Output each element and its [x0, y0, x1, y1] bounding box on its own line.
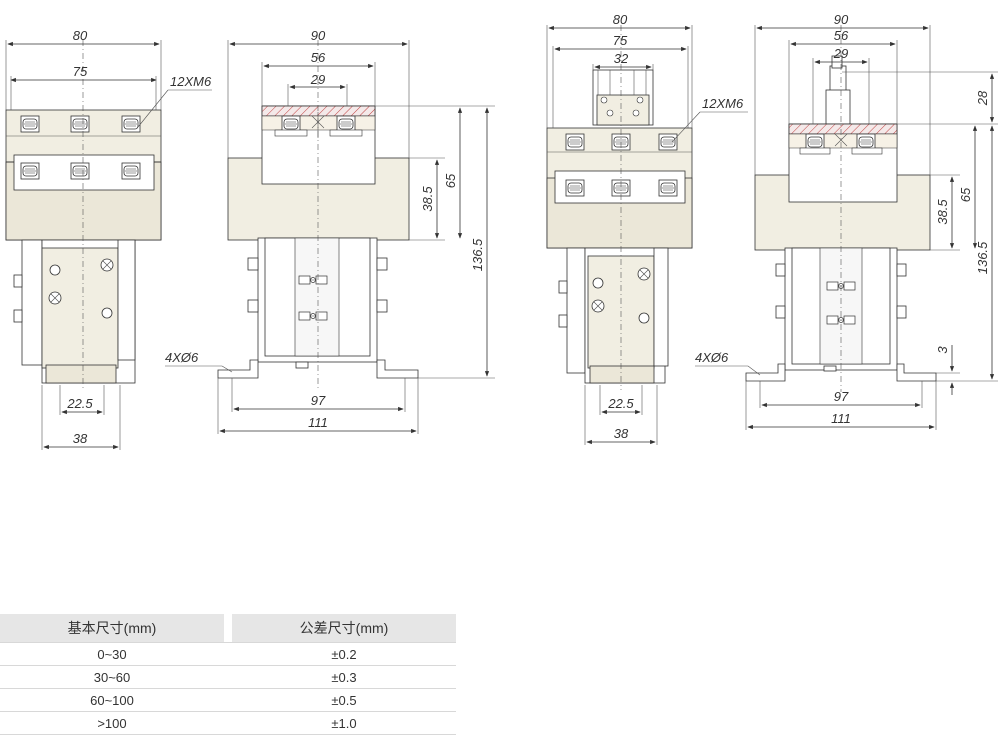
cell-gap [224, 642, 232, 666]
dim-screw-label: 12XM6 [170, 74, 212, 89]
dim-h-small: 38.5 [420, 186, 435, 212]
dim-width-total: 80 [613, 12, 628, 27]
dim-base-outer: 38 [73, 431, 88, 446]
side-view-b: 90 56 29 28 38.5 65 136.5 3 [695, 12, 998, 430]
cell-tol: ±0.2 [232, 642, 456, 666]
dim-holes: 4XØ6 [695, 350, 729, 365]
dim-aux-height: 28 [975, 90, 990, 106]
header-basic-size: 基本尺寸(mm) [0, 614, 224, 643]
dim-base-outer: 111 [831, 411, 851, 426]
dim-base-inner: 97 [311, 393, 326, 408]
dim-base-inner: 22.5 [66, 396, 93, 411]
dim-base-inner: 97 [834, 389, 849, 404]
header-tolerance: 公差尺寸(mm) [232, 614, 456, 643]
dim-top-inner: 29 [310, 72, 325, 87]
dim-top-mid: 56 [311, 50, 326, 65]
dim-h-mid: 65 [958, 187, 973, 202]
cell-tol: ±1.0 [232, 711, 456, 735]
cell-gap [224, 665, 232, 689]
dim-h-total: 136.5 [975, 241, 990, 274]
dim-h-small: 38.5 [935, 199, 950, 225]
cell-tol: ±0.5 [232, 688, 456, 712]
cell-gap [224, 688, 232, 712]
front-view-b: 80 75 32 12XM6 22.5 38 [546, 12, 748, 445]
header-gap [224, 614, 232, 643]
dim-h-total: 136.5 [470, 238, 485, 271]
tolerance-table-header: 基本尺寸(mm) 公差尺寸(mm) [0, 614, 456, 643]
dim-h-mid: 65 [443, 173, 458, 188]
dim-base-inner: 22.5 [607, 396, 634, 411]
dim-top-inner: 29 [833, 46, 848, 61]
dim-holes: 4XØ6 [165, 350, 199, 365]
dim-top-outer: 90 [311, 28, 326, 43]
dim-width-inner: 75 [73, 64, 88, 79]
cell-basic: 30~60 [0, 665, 224, 689]
dim-base-outer: 38 [614, 426, 629, 441]
dim-base-outer: 111 [308, 415, 328, 430]
cell-basic: 60~100 [0, 688, 224, 712]
dim-aux-width: 32 [614, 51, 629, 66]
dim-top-outer: 90 [834, 12, 849, 27]
dim-screw-label: 12XM6 [702, 96, 744, 111]
tolerance-table: 基本尺寸(mm) 公差尺寸(mm) 0~30 ±0.2 30~60 ±0.3 6… [0, 614, 456, 735]
cell-tol: ±0.3 [232, 665, 456, 689]
table-row: 30~60 ±0.3 [0, 665, 456, 689]
table-row: 0~30 ±0.2 [0, 642, 456, 666]
technical-drawing: 80 75 12XM6 22.5 38 [5, 12, 998, 450]
cell-gap [224, 711, 232, 735]
dim-top-mid: 56 [834, 28, 849, 43]
dim-gap: 3 [935, 346, 950, 354]
dim-width-total: 80 [73, 28, 88, 43]
table-row: 60~100 ±0.5 [0, 688, 456, 712]
cell-basic: >100 [0, 711, 224, 735]
side-view-a: 90 56 29 38.5 65 136.5 4XØ6 97 [165, 28, 495, 434]
dim-width-inner: 75 [613, 33, 628, 48]
cell-basic: 0~30 [0, 642, 224, 666]
table-row: >100 ±1.0 [0, 711, 456, 735]
front-view-a: 80 75 12XM6 22.5 38 [5, 28, 212, 450]
